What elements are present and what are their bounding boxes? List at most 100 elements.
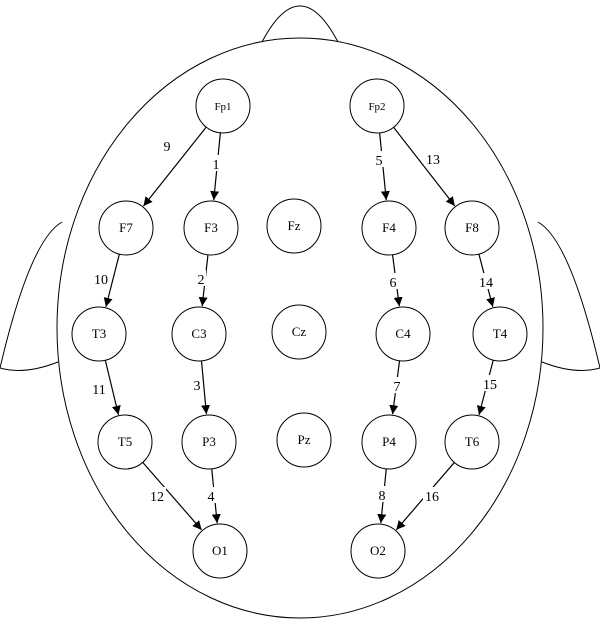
electrode-cz: Cz: [271, 304, 327, 360]
channel-label: 4: [208, 490, 215, 505]
channel-arrow-f7-t3: [103, 254, 120, 308]
electrode-label: O2: [370, 543, 386, 558]
electrode-circle: [444, 200, 500, 256]
electrode-label: Fz: [288, 218, 301, 233]
channel-label: 11: [92, 383, 105, 398]
electrode-t3: T3: [71, 306, 127, 362]
channel-label-backdrop: [206, 487, 216, 503]
electrode-label: Cz: [292, 324, 307, 339]
left-ear-outline: [0, 221, 63, 371]
channel-label: 16: [425, 490, 439, 505]
channel-label-backdrop: [148, 487, 166, 503]
channel-label-backdrop: [423, 487, 441, 503]
channel-label-backdrop: [196, 270, 206, 286]
electrode-circle: [472, 306, 528, 362]
channel-label-backdrop: [392, 377, 402, 393]
electrode-label: T4: [493, 326, 508, 341]
electrode-fp1: Fp1: [195, 78, 251, 134]
electrode-t4: T4: [472, 306, 528, 362]
channel-label-backdrop: [211, 155, 221, 171]
electrode-label: O1: [212, 543, 228, 558]
channel-label-backdrop: [162, 137, 172, 153]
electrode-circle: [444, 414, 500, 470]
electrode-circle: [350, 523, 406, 579]
electrode-label: Fp1: [214, 101, 231, 113]
electrode-o2: O2: [350, 523, 406, 579]
channel-label-backdrop: [92, 270, 110, 286]
channel-label: 3: [194, 379, 201, 394]
channel-label: 9: [164, 140, 171, 155]
channel-label: 8: [379, 489, 386, 504]
electrode-label: P4: [382, 434, 396, 449]
electrode-circle: [97, 414, 153, 470]
channel-label: 2: [198, 273, 205, 288]
electrode-f4: F4: [361, 200, 417, 256]
electrode-f8: F8: [444, 200, 500, 256]
electrode-fz: Fz: [266, 198, 322, 254]
electrode-label: F7: [119, 220, 133, 235]
electrode-circle: [375, 306, 431, 362]
electrode-p3: P3: [181, 414, 237, 470]
channel-label: 12: [150, 490, 164, 505]
electrode-label: T5: [118, 434, 132, 449]
electrode-label: Fp2: [368, 101, 385, 113]
electrode-label: C3: [191, 326, 206, 341]
channel-label: 1: [213, 158, 220, 173]
electrode-circle: [71, 306, 127, 362]
electrode-label: C4: [395, 326, 411, 341]
electrode-circle: [271, 304, 327, 360]
channel-arrow-t3-t5: [104, 360, 121, 415]
electrode-p4: P4: [361, 414, 417, 470]
right-ear-outline: [537, 221, 600, 371]
channel-label-backdrop: [192, 376, 202, 392]
electrode-label: F8: [465, 220, 479, 235]
electrode-circle: [349, 78, 405, 134]
electrode-label: T6: [465, 434, 480, 449]
electrode-label: F4: [382, 220, 396, 235]
channel-label: 6: [390, 276, 397, 291]
channel-label-backdrop: [424, 150, 442, 166]
electrode-label: Pz: [298, 432, 311, 447]
electrode-circle: [195, 78, 251, 134]
electrode-circle: [361, 414, 417, 470]
channel-label: 10: [94, 273, 108, 288]
electrode-circle: [171, 306, 227, 362]
channel-label: 7: [394, 380, 401, 395]
electrode-c3: C3: [171, 306, 227, 362]
electrode-c4: C4: [375, 306, 431, 362]
channel-label: 13: [426, 153, 440, 168]
channel-arrow-c3-p3: [200, 360, 211, 415]
electrode-label: F3: [204, 220, 218, 235]
electrode-o1: O1: [192, 523, 248, 579]
channel-label-backdrop: [477, 273, 495, 289]
electrode-circle: [192, 523, 248, 579]
electrode-circle: [266, 198, 322, 254]
electrode-circle: [98, 200, 154, 256]
channel-label: 15: [483, 378, 497, 393]
channel-label: 14: [479, 276, 493, 291]
channel-label: 5: [376, 154, 383, 169]
channel-arrow-fp1-f7: [142, 126, 207, 207]
electrode-f3: F3: [183, 200, 239, 256]
electrode-t5: T5: [97, 414, 153, 470]
channel-label-backdrop: [388, 273, 398, 289]
channel-label-backdrop: [377, 486, 387, 502]
channel-label-backdrop: [481, 375, 499, 391]
electrode-pz: Pz: [276, 412, 332, 468]
electrode-label: T3: [92, 326, 106, 341]
electrode-circle: [183, 200, 239, 256]
channel-arrow-fp2-f8: [393, 126, 456, 207]
electrode-f7: F7: [98, 200, 154, 256]
electrode-label: P3: [202, 434, 216, 449]
channel-arrow-t5-o1: [142, 461, 203, 531]
electrode-circle: [181, 414, 237, 470]
channel-label-backdrop: [374, 151, 384, 167]
nose-outline: [261, 5, 339, 43]
channel-label-backdrop: [90, 380, 108, 396]
electrode-circle: [361, 200, 417, 256]
electrode-t6: T6: [444, 414, 500, 470]
electrode-fp2: Fp2: [349, 78, 405, 134]
